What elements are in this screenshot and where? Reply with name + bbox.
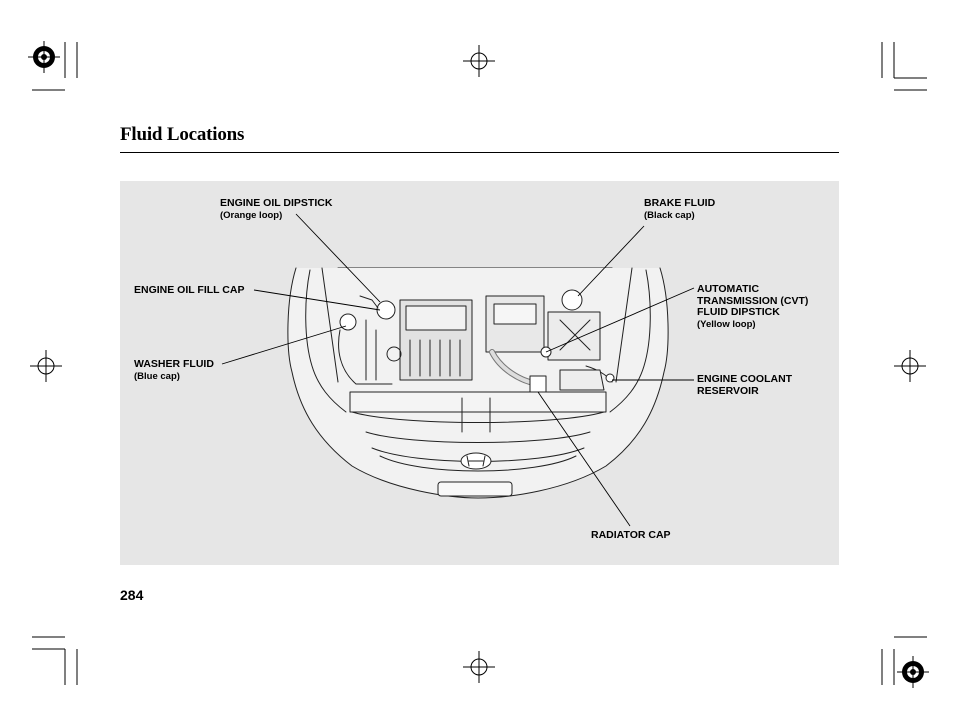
engine-coolant-line1: ENGINE COOLANT <box>697 373 793 385</box>
starburst-mark-top-left <box>28 41 60 73</box>
leader-engine-oil-fill-cap <box>253 289 381 311</box>
title-rule <box>120 152 839 153</box>
brake-fluid-note: (Black cap) <box>644 209 695 221</box>
label-radiator-cap: RADIATOR CAP <box>591 529 671 542</box>
engine-oil-dipstick-note: (Orange loop) <box>220 209 283 221</box>
page-number: 284 <box>120 587 144 603</box>
starburst-mark-bottom-right <box>897 656 929 688</box>
leader-automatic-transmission <box>545 287 695 353</box>
leader-brake-fluid <box>577 225 645 297</box>
label-automatic-transmission: AUTOMATIC TRANSMISSION (CVT) FLUID DIPST… <box>697 283 809 330</box>
label-washer-fluid: WASHER FLUID (Blue cap) <box>134 358 214 382</box>
page-title: Fluid Locations <box>120 124 245 145</box>
automatic-transmission-line3: FLUID DIPSTICK <box>697 306 780 318</box>
leader-radiator-cap <box>537 391 631 527</box>
washer-fluid-text: WASHER FLUID <box>134 358 214 370</box>
engine-oil-fill-cap-text: ENGINE OIL FILL CAP <box>134 284 245 296</box>
automatic-transmission-line2: TRANSMISSION (CVT) <box>697 294 809 307</box>
brake-fluid-text: BRAKE FLUID <box>644 197 716 209</box>
label-engine-coolant: ENGINE COOLANT RESERVOIR <box>697 373 793 397</box>
leader-engine-oil-dipstick <box>295 213 381 303</box>
leader-washer-fluid <box>221 325 347 365</box>
label-engine-oil-fill-cap: ENGINE OIL FILL CAP <box>134 284 245 297</box>
engine-coolant-line2: RESERVOIR <box>697 384 759 397</box>
radiator-cap-text: RADIATOR CAP <box>591 529 671 541</box>
label-engine-oil-dipstick: ENGINE OIL DIPSTICK (Orange loop) <box>220 197 333 221</box>
automatic-transmission-line1: AUTOMATIC <box>697 283 760 295</box>
washer-fluid-note: (Blue cap) <box>134 370 180 382</box>
label-brake-fluid: BRAKE FLUID (Black cap) <box>644 197 716 221</box>
automatic-transmission-note: (Yellow loop) <box>697 318 756 330</box>
engine-oil-dipstick-text: ENGINE OIL DIPSTICK <box>220 197 333 209</box>
